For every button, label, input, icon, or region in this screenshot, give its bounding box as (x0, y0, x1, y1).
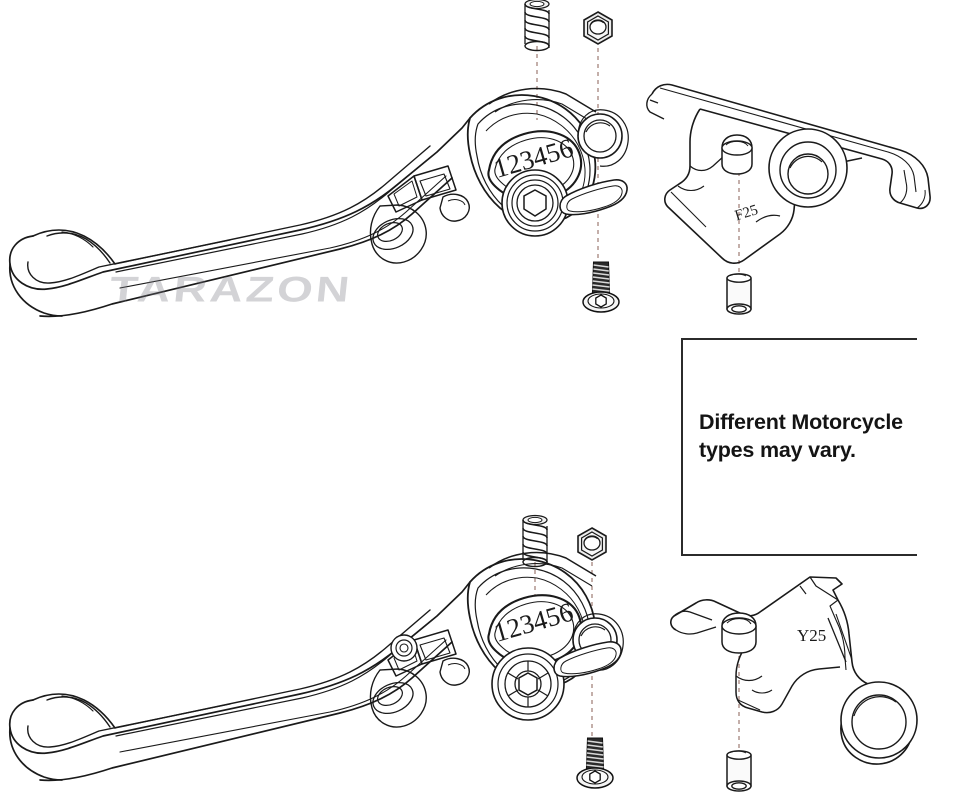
lower-hex-nut (577, 527, 607, 561)
upper-lever-body (8, 117, 471, 318)
note-callout-text: Different Motorcycle types may vary. (699, 410, 903, 463)
upper-socket-bolt (582, 261, 620, 313)
lower-spacer-bushing (726, 750, 752, 792)
upper-spacer-bushing (726, 273, 752, 315)
lower-bracket-y25 (670, 576, 918, 765)
lower-spring (522, 514, 548, 568)
lower-clamp-arm (553, 641, 622, 678)
lower-adjuster-knob (491, 647, 565, 721)
upper-pivot-boss (577, 109, 629, 167)
upper-lever-assembly: 123456 (8, 0, 931, 318)
lower-lever-assembly: 123456 (8, 514, 918, 792)
upper-clamp-arm (559, 179, 628, 216)
upper-alignment-guides (536, 46, 740, 272)
upper-adjuster-knob (501, 169, 569, 237)
upper-lever-folding-joint (369, 165, 470, 264)
lower-lever-body (8, 581, 471, 782)
lower-adjuster-dial: 123456 (487, 594, 583, 666)
lower-lever-folding-joint (369, 629, 470, 728)
upper-hex-nut (583, 11, 613, 45)
upper-spring (524, 0, 550, 52)
bracket-label-y25: Y25 (797, 626, 827, 645)
lower-socket-bolt (576, 737, 614, 789)
upper-bracket-f25 (646, 83, 931, 264)
